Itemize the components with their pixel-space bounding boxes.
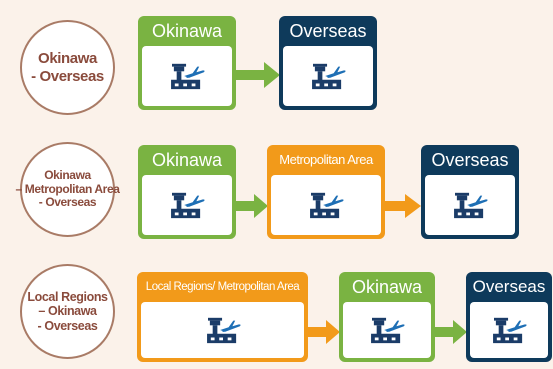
step-title: Local Regions/ Metropolitan Area [145, 281, 300, 293]
step-title: Overseas [431, 150, 509, 170]
route-label-okinawa-overseas: Okinawa - Overseas [20, 20, 115, 115]
arrow-right-icon [236, 194, 268, 218]
route-label-local-okinawa-overseas: Local Regions – Okinawa - Overseas [20, 264, 115, 359]
airport-tower-airplane-icon [451, 190, 489, 220]
arrow-right-icon [385, 194, 421, 218]
route-label-line: – Metropolitan Area [15, 181, 120, 196]
route-label-line: Okinawa [38, 50, 97, 68]
airport-tower-airplane-icon [204, 315, 242, 345]
airport-tower-airplane-icon [490, 315, 528, 345]
step-card-overseas: Overseas [279, 16, 377, 110]
step-card-overseas: Overseas [466, 272, 552, 362]
airport-tower-airplane-icon [307, 190, 345, 220]
step-card-metropolitan-area: Metropolitan Area [267, 145, 385, 239]
arrow-right-icon [236, 62, 280, 88]
airport-tower-airplane-icon [309, 61, 347, 91]
step-title: Overseas [472, 277, 546, 296]
step-card-okinawa: Okinawa [339, 272, 435, 362]
arrow-right-icon [435, 320, 467, 344]
step-card-overseas: Overseas [421, 145, 519, 239]
step-title: Okinawa [351, 277, 423, 297]
route-label-line: - Overseas [37, 318, 98, 333]
route-label-line: – Okinawa [38, 304, 97, 319]
step-card-local-regions-metropolitan-area: Local Regions/ Metropolitan Area [137, 272, 308, 362]
step-card-okinawa: Okinawa [138, 145, 236, 239]
step-card-okinawa: Okinawa [138, 16, 236, 110]
step-title: Overseas [289, 21, 367, 41]
route-label-line: Local Regions [27, 289, 108, 304]
airport-tower-airplane-icon [168, 61, 206, 91]
route-label-line: Okinawa [44, 167, 91, 182]
route-label-line: - Overseas [31, 67, 104, 85]
airport-tower-airplane-icon [368, 315, 406, 345]
step-title: Okinawa [151, 21, 223, 41]
airport-tower-airplane-icon [168, 190, 206, 220]
route-label-okinawa-metropolitan-overseas: Okinawa – Metropolitan Area - Overseas [16, 142, 120, 237]
route-label-line: - Overseas [38, 195, 97, 210]
arrow-right-icon [308, 320, 340, 344]
step-title: Metropolitan Area [279, 152, 373, 167]
step-title: Okinawa [151, 150, 223, 170]
